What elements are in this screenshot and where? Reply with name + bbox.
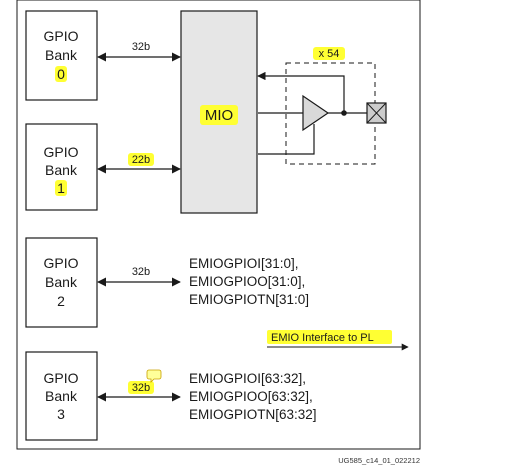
bank-3-emio-output: EMIOGPIOO[63:32],: [189, 389, 313, 404]
mio-label: MIO: [205, 107, 233, 124]
junction-dot: [341, 110, 347, 116]
pad-icon: [366, 102, 387, 124]
bank-2-width-label: 32b: [132, 266, 150, 278]
io-buffer-region: x 54: [257, 47, 387, 165]
bank-3-line2: Bank: [45, 388, 78, 404]
bank-0-line1: GPIO: [43, 28, 78, 44]
bank-2-emio-tristate: EMIOGPIOTN[31:0]: [189, 292, 309, 307]
bank-3-emio-signals: EMIOGPIOI[63:32], EMIOGPIOO[63:32], EMIO…: [189, 371, 317, 422]
bank-2-emio-signals: EMIOGPIOI[31:0], EMIOGPIOO[31:0], EMIOGP…: [189, 256, 309, 307]
gpio-bank-0: GPIO Bank 0: [25, 10, 98, 101]
bank-2-emio-input: EMIOGPIOI[31:0],: [189, 256, 299, 271]
gpio-bank-3: GPIO Bank 3: [25, 351, 98, 441]
bank-1-width-label: 22b: [132, 154, 150, 166]
bank-2-line2: Bank: [45, 274, 78, 290]
bank-3-connection: 32b: [97, 369, 181, 402]
output-buffer-icon: [302, 94, 330, 132]
bank-2-emio-output: EMIOGPIOO[31:0],: [189, 274, 305, 289]
bank-3-line1: GPIO: [43, 370, 78, 386]
mio-label-highlight: [200, 105, 238, 125]
bank-1-number-highlight: [55, 180, 67, 196]
bank-1-connection: 22b: [97, 153, 181, 174]
pin-count-label: x 54: [319, 48, 340, 60]
bank-1-line2: Bank: [45, 162, 78, 178]
bank-0-connection: 32b: [97, 41, 181, 62]
comment-icon: [146, 369, 162, 383]
emio-interface-label: EMIO Interface to PL: [271, 332, 374, 344]
bank-1-width-highlight: [128, 153, 154, 166]
bank-0-number: 0: [57, 66, 65, 82]
bank-1-number: 1: [57, 180, 65, 196]
mio-block: MIO: [180, 10, 258, 214]
bank-2-number: 2: [57, 293, 65, 309]
bank-3-width-label: 32b: [132, 382, 150, 394]
outer-frame: [16, 0, 421, 450]
bank-3-emio-tristate: EMIOGPIOTN[63:32]: [189, 407, 317, 422]
gpio-bank-2: GPIO Bank 2: [25, 237, 98, 328]
bank-3-number: 3: [57, 406, 65, 422]
figure-code: UG585_c14_01_022212: [338, 456, 420, 465]
bank-1-line1: GPIO: [43, 144, 78, 160]
bank-2-connection: 32b: [97, 266, 181, 287]
gpio-bank-1: GPIO Bank 1: [25, 123, 98, 211]
bank-2-line1: GPIO: [43, 255, 78, 271]
bank-0-number-highlight: [55, 66, 67, 82]
emio-interface-highlight: [267, 330, 392, 344]
bank-0-width-label: 32b: [132, 41, 150, 53]
pin-count-highlight: [313, 47, 345, 60]
bank-0-line2: Bank: [45, 47, 78, 63]
bank-3-width-highlight: [128, 381, 154, 394]
emio-interface-label-group: EMIO Interface to PL: [267, 330, 409, 351]
bank-3-emio-input: EMIOGPIOI[63:32],: [189, 371, 306, 386]
